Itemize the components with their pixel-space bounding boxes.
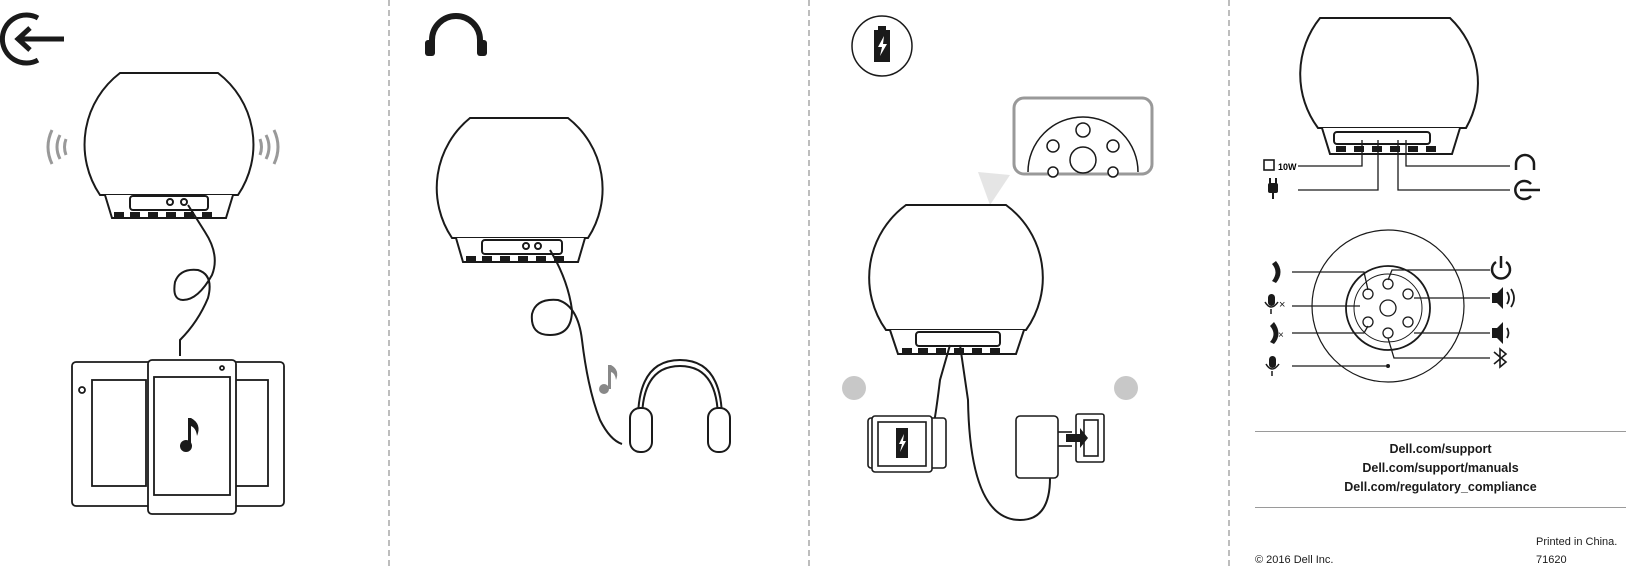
panel-overview-illustration: 10W bbox=[1230, 0, 1626, 420]
microphone-icon bbox=[1266, 356, 1279, 376]
volume-down-icon bbox=[1492, 322, 1509, 344]
copyright-text: © 2016 Dell Inc. bbox=[1255, 554, 1333, 566]
music-note-icon bbox=[599, 365, 617, 394]
dc-in-icon bbox=[1264, 160, 1274, 170]
power-icon bbox=[1492, 256, 1510, 278]
support-link[interactable]: Dell.com/support bbox=[1255, 440, 1626, 459]
speaker-body bbox=[869, 205, 1043, 354]
wall-outlet bbox=[1066, 414, 1104, 462]
mic-mute-center-button bbox=[1380, 300, 1396, 316]
bluetooth-button bbox=[1383, 328, 1393, 338]
power-button bbox=[1383, 279, 1393, 289]
volume-up-button bbox=[1403, 289, 1413, 299]
bluetooth-icon bbox=[1494, 349, 1506, 367]
links-separator-top bbox=[1255, 431, 1626, 432]
volume-up-icon bbox=[1492, 287, 1514, 309]
audio-cable bbox=[174, 205, 214, 356]
headphones-device bbox=[630, 360, 730, 452]
mic-mute-icon: × bbox=[1265, 294, 1285, 314]
panel-audio-in-illustration bbox=[0, 0, 388, 566]
headphones-icon bbox=[1516, 155, 1534, 170]
document-code: 71620 bbox=[1536, 554, 1567, 566]
volume-down-button bbox=[1403, 317, 1413, 327]
audio-in-icon bbox=[1515, 181, 1540, 199]
support-links: Dell.com/support Dell.com/support/manual… bbox=[1255, 440, 1626, 497]
manuals-link[interactable]: Dell.com/support/manuals bbox=[1255, 459, 1626, 478]
tablet-device bbox=[72, 360, 284, 514]
svg-text:×: × bbox=[1279, 299, 1285, 311]
printed-in-text: Printed in China. bbox=[1536, 536, 1617, 548]
headphones-icon-cups bbox=[425, 40, 487, 56]
audio-in-arrow-icon bbox=[2, 15, 64, 63]
svg-text:×: × bbox=[1278, 330, 1284, 341]
end-call-button bbox=[1363, 317, 1373, 327]
power-plug-icon bbox=[1268, 178, 1278, 199]
panel-headphones bbox=[390, 0, 808, 566]
headphones-icon bbox=[432, 16, 480, 52]
microphone-hole bbox=[1386, 364, 1390, 368]
phone-end-icon: × bbox=[1270, 322, 1284, 344]
panel-charging-illustration bbox=[810, 0, 1228, 566]
regulatory-link[interactable]: Dell.com/regulatory_compliance bbox=[1255, 478, 1626, 497]
headphone-cable bbox=[532, 250, 622, 444]
speaker-body bbox=[85, 73, 254, 218]
battery-charging-icon bbox=[874, 26, 890, 62]
speaker-body bbox=[1300, 18, 1478, 154]
speaker-body bbox=[437, 118, 603, 262]
panel-audio-in bbox=[0, 0, 388, 566]
power-adapter bbox=[1016, 416, 1072, 478]
panel-charging bbox=[810, 0, 1228, 566]
panel-headphones-illustration bbox=[390, 0, 808, 566]
links-separator-bottom bbox=[1255, 507, 1626, 508]
step-marker-2 bbox=[1114, 376, 1138, 400]
step-marker-1 bbox=[842, 376, 866, 400]
answer-call-button bbox=[1363, 289, 1373, 299]
power-rating-label: 10W bbox=[1278, 162, 1297, 172]
phone-answer-icon bbox=[1272, 261, 1281, 283]
battery-charging-icon bbox=[896, 428, 908, 458]
